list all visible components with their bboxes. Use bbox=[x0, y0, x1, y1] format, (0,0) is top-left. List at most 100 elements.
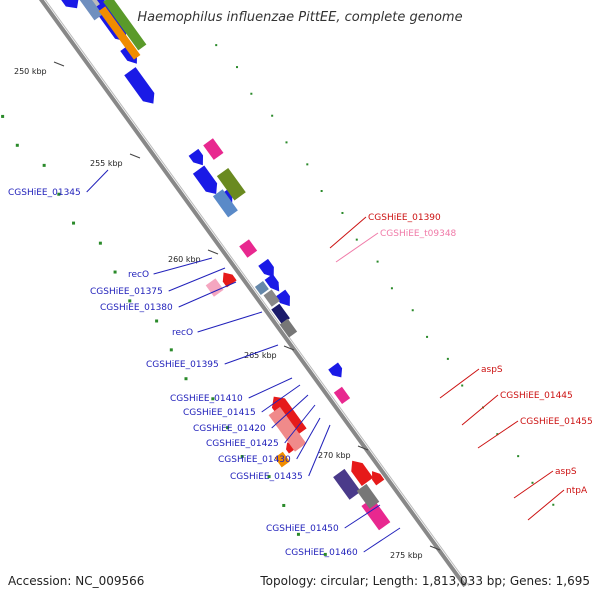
gene-leader-line bbox=[335, 232, 379, 263]
cog-steelblue-feature bbox=[76, 0, 103, 21]
cog-slate-feature-shape bbox=[254, 280, 269, 295]
gene-label-right: aspS bbox=[555, 467, 577, 477]
reverse-purple-feature-shape bbox=[333, 468, 361, 500]
gene-label-left: CGSHiEE_01395 bbox=[146, 360, 219, 370]
gene-leader-line bbox=[461, 394, 499, 426]
gene-leader-line bbox=[224, 344, 279, 365]
gene-leader-line bbox=[178, 281, 237, 308]
gc-content-mark bbox=[320, 190, 323, 193]
tick-label: 265 kbp bbox=[244, 351, 277, 360]
cog-pink-feature-c-shape bbox=[333, 386, 351, 405]
gene-leader-line bbox=[477, 420, 519, 449]
cog-steelblue-feature-shape bbox=[76, 0, 103, 21]
reverse-cds-3-shape bbox=[351, 460, 374, 486]
gene-label-right: ntpA bbox=[566, 486, 588, 496]
tick-mark bbox=[129, 153, 141, 159]
gene-label-left: recO bbox=[172, 328, 193, 338]
cog-olive-feature-shape bbox=[216, 167, 246, 201]
gc-content-mark bbox=[306, 163, 309, 166]
gc-content-mark bbox=[355, 238, 358, 241]
gene-leader-line bbox=[513, 470, 554, 499]
genome-summary: Topology: circular; Length: 1,813,033 bp… bbox=[260, 574, 590, 588]
trna-feature-shape bbox=[205, 278, 224, 297]
reverse-pink-feature-shape bbox=[268, 406, 307, 452]
forward-cds-8-shape bbox=[264, 273, 280, 292]
cog-pink-feature-b bbox=[239, 239, 258, 258]
forward-cds-7-shape bbox=[258, 258, 274, 277]
gene-leader-line bbox=[296, 417, 321, 460]
gene-leader-line bbox=[284, 404, 316, 444]
reverse-cds-4-shape bbox=[372, 471, 385, 486]
tick-label: 275 kbp bbox=[390, 551, 423, 560]
gene-leader-line bbox=[197, 311, 263, 333]
gene-leader-line bbox=[271, 394, 309, 429]
gene-leader-line bbox=[153, 257, 213, 275]
gc-content-mark bbox=[215, 44, 218, 47]
tick-label: 270 kbp bbox=[318, 451, 351, 460]
reverse-cds-1-shape bbox=[271, 396, 307, 438]
gene-leader-line bbox=[86, 169, 109, 193]
cog-lightblue-feature-shape bbox=[212, 189, 238, 218]
gc-skew-mark bbox=[296, 532, 300, 536]
cog-gray-feature-c bbox=[279, 318, 298, 338]
forward-cds-4 bbox=[188, 148, 204, 166]
cog-gray-feature-b bbox=[263, 289, 280, 307]
cog-pink-feature-c bbox=[333, 386, 351, 405]
cog-orange-feature bbox=[98, 6, 141, 60]
forward-cds-4-shape bbox=[188, 148, 204, 166]
forward-cds-10-shape bbox=[328, 362, 343, 378]
tick-mark bbox=[357, 445, 369, 451]
gc-content-mark bbox=[285, 141, 288, 144]
cog-gray-feature-b-shape bbox=[263, 289, 280, 307]
tick-mark bbox=[283, 345, 295, 351]
reverse-orange-feature-shape bbox=[274, 451, 290, 468]
gene-leader-line bbox=[363, 527, 401, 553]
gene-leader-line bbox=[261, 384, 301, 413]
reverse-cds-0 bbox=[222, 272, 237, 288]
gc-content-mark bbox=[531, 481, 534, 484]
reverse-purple-feature bbox=[333, 468, 361, 500]
gc-content-mark bbox=[517, 455, 520, 458]
gc-content-mark bbox=[461, 384, 464, 387]
gene-label-right: aspS bbox=[481, 365, 503, 375]
gc-content-mark bbox=[271, 114, 274, 117]
gene-leader-line bbox=[527, 489, 565, 521]
gc-skew-mark bbox=[15, 143, 19, 147]
trna-feature bbox=[205, 278, 224, 297]
gc-content-mark bbox=[496, 433, 499, 436]
gene-label-left: recO bbox=[128, 270, 149, 280]
gene-leader-line bbox=[344, 504, 381, 529]
gene-leader-line bbox=[329, 216, 367, 249]
gc-skew-mark bbox=[98, 241, 102, 245]
gc-skew-mark bbox=[113, 270, 117, 274]
gene-label-left: CGSHiEE_01425 bbox=[206, 439, 279, 449]
reverse-gray-feature-shape bbox=[356, 483, 380, 509]
reverse-cds-1 bbox=[271, 396, 307, 438]
forward-cds-0 bbox=[52, 0, 79, 9]
forward-cds-10 bbox=[328, 362, 343, 378]
cog-pink-feature-a-shape bbox=[203, 138, 224, 160]
gc-content-mark bbox=[376, 260, 379, 263]
gc-skew-mark bbox=[42, 163, 46, 167]
tick-label: 250 kbp bbox=[14, 67, 47, 76]
tick-label: 255 kbp bbox=[90, 159, 123, 168]
cog-lightblue-feature bbox=[212, 189, 238, 218]
gene-label-right: CGSHiEE_01455 bbox=[520, 417, 593, 427]
genome-backbone bbox=[38, 0, 467, 588]
cog-orange-feature-shape bbox=[98, 6, 141, 60]
reverse-orange-feature bbox=[274, 451, 290, 468]
forward-cds-8 bbox=[264, 273, 280, 292]
tick-mark bbox=[429, 545, 441, 551]
tick-mark bbox=[207, 249, 219, 255]
cog-pink-feature-b-shape bbox=[239, 239, 258, 258]
gene-label-left: CGSHiEE_01435 bbox=[230, 472, 303, 482]
gc-skew-mark bbox=[57, 192, 61, 196]
gc-skew-mark bbox=[169, 348, 173, 352]
gc-skew-mark bbox=[226, 426, 230, 430]
gc-content-mark bbox=[250, 92, 253, 95]
gc-skew-mark bbox=[72, 221, 76, 225]
reverse-cds-3 bbox=[351, 460, 374, 486]
gene-label-right: CGSHiEE_01445 bbox=[500, 391, 573, 401]
gene-label-right: CGSHiEE_01390 bbox=[368, 213, 441, 223]
forward-cds-0-shape bbox=[52, 0, 79, 9]
